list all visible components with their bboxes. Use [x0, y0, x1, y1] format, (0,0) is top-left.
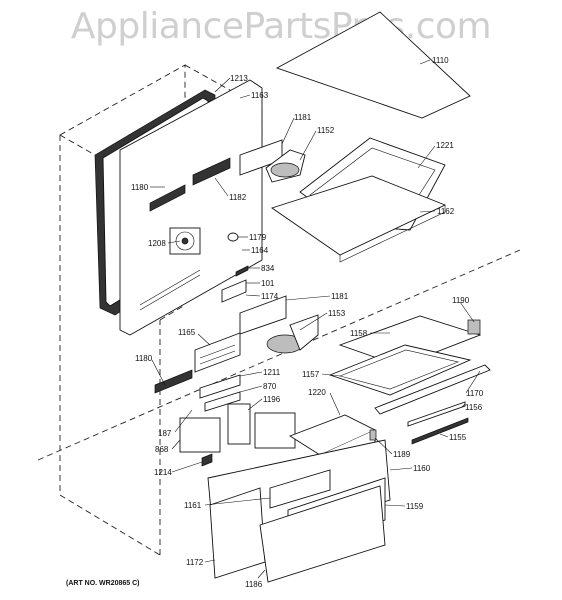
- label-1213: 1213: [230, 74, 248, 83]
- label-1182: 1182: [229, 193, 247, 202]
- art-number: (ART NO. WR20865 C): [66, 580, 140, 587]
- label-1163: 1163: [251, 91, 269, 100]
- label-834: 834: [261, 264, 275, 273]
- part-1179: [227, 232, 239, 242]
- label-1181a: 1181: [294, 113, 312, 122]
- part-870: [204, 391, 241, 412]
- panel-1163-slots: [139, 269, 201, 306]
- label-1174: 1174: [261, 292, 279, 301]
- watermark: AppliancePartsPros.com: [70, 6, 492, 47]
- label-1160: 1160: [413, 464, 431, 473]
- label-1161: 1161: [184, 501, 202, 510]
- label-1157: 1157: [302, 370, 320, 379]
- panel-1186: [259, 485, 386, 583]
- label-868: 868: [155, 445, 169, 454]
- label-1159: 1159: [406, 502, 424, 511]
- rail-1156: [407, 401, 466, 427]
- label-1214: 1214: [154, 468, 172, 477]
- label-1156: 1156: [465, 403, 483, 412]
- label-1221: 1221: [436, 141, 454, 150]
- label-1152: 1152: [317, 126, 335, 135]
- plate-1110: [275, 11, 471, 119]
- label-1180b: 1180: [135, 354, 153, 363]
- part-1161: [269, 469, 331, 509]
- label-1180a: 1180: [131, 183, 149, 192]
- label-1164: 1164: [251, 246, 269, 255]
- label-1211: 1211: [263, 368, 281, 377]
- label-1190: 1190: [452, 296, 470, 305]
- part-1182: [192, 157, 231, 186]
- label-1189: 1189: [393, 450, 411, 459]
- label-1155: 1155: [449, 433, 467, 442]
- label-1186: 1186: [245, 580, 263, 589]
- part-868: [179, 417, 221, 453]
- part-1180a: [149, 184, 186, 212]
- board-1165: [194, 332, 241, 373]
- label-1220: 1220: [308, 388, 326, 397]
- label-187: 187: [158, 429, 172, 438]
- label-1179: 1179: [249, 233, 267, 242]
- label-1162: 1162: [437, 207, 455, 216]
- label-1153: 1153: [328, 309, 346, 318]
- leader-lines: [150, 59, 481, 579]
- part-1220-housing: [254, 412, 296, 449]
- part-1181b: [239, 295, 287, 335]
- part-1190: [467, 319, 481, 335]
- label-1181b: 1181: [331, 292, 349, 301]
- rail-1155: [411, 417, 469, 445]
- label-1110: 1110: [432, 56, 449, 65]
- part-1196: [227, 403, 251, 445]
- part-834: [235, 265, 249, 277]
- label-1196: 1196: [263, 395, 281, 404]
- part-labels: 1213 1163 1110 1181 1152 1221 1180 1182 …: [131, 56, 484, 589]
- part-1174: [221, 279, 247, 303]
- section-divider-line: [37, 249, 521, 461]
- part-1180b: [154, 369, 193, 394]
- part-1189: [369, 429, 377, 441]
- panel-1163: [119, 79, 263, 336]
- frame-1170: [374, 364, 491, 415]
- label-1158: 1158: [350, 329, 368, 338]
- label-1172: 1172: [186, 558, 204, 567]
- label-101: 101: [261, 279, 275, 288]
- label-870: 870: [263, 382, 277, 391]
- part-1214: [201, 453, 213, 467]
- label-1208: 1208: [148, 239, 166, 248]
- label-1165: 1165: [178, 328, 196, 337]
- label-1170: 1170: [466, 389, 484, 398]
- part-1211: [199, 374, 241, 399]
